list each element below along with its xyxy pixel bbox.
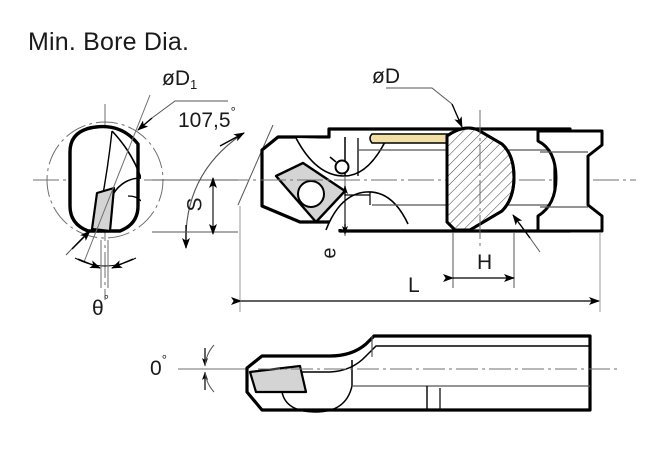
right-end-cap — [536, 129, 604, 233]
zero-deg-arc-top — [204, 344, 215, 367]
angle-theta-unit: ° — [103, 292, 109, 307]
end-view-bar-outline — [68, 124, 140, 233]
bottom-view-pocket — [281, 360, 353, 413]
head-relief-curve-top — [295, 137, 387, 177]
insert-clamp-arm — [329, 156, 337, 163]
insert-leader-arrow — [71, 230, 91, 250]
insert-screw-hole — [297, 180, 325, 208]
angle-theta-label: θ° — [92, 293, 109, 320]
section-outline-overlay — [445, 126, 516, 232]
angle-1075-value: 107,5 — [178, 109, 231, 132]
dia-d1-leader — [151, 100, 228, 119]
head-relief-curve-bottom — [325, 191, 409, 231]
dim-e-label: e — [318, 247, 341, 259]
page-title: Min. Bore Dia. — [28, 28, 190, 56]
coolant-outlet-strip — [369, 133, 451, 144]
dia-d1-subscript: 1 — [190, 77, 198, 92]
bottom-view-body — [245, 334, 592, 412]
dim-s-label: S — [183, 197, 207, 212]
dia-d-label: øD — [372, 65, 400, 88]
dimension-block — [231, 206, 601, 312]
angle-1075-label: 107,5° — [178, 105, 236, 132]
dia-d-leader — [386, 87, 453, 105]
section-leader-lower-arrow — [512, 214, 531, 239]
angle-1075-unit: ° — [230, 104, 236, 119]
angle-zero-value: 0 — [150, 357, 162, 380]
dia-d-leader-arrow — [451, 103, 463, 128]
end-view-group — [33, 94, 228, 300]
bottom-view-insert — [248, 364, 308, 394]
bottom-view-group — [178, 334, 620, 413]
angle-1075-arrow-top — [219, 132, 245, 147]
theta-arrow-right — [111, 258, 134, 269]
dia-d1-text: øD — [162, 67, 190, 90]
insert-clamp-screw — [334, 159, 350, 175]
dim-l-label: L — [408, 274, 420, 297]
insert-face-reference-line — [237, 124, 274, 206]
angle-theta-value: θ — [92, 297, 104, 320]
zero-deg-arc-bottom — [204, 371, 215, 393]
angle-zero-label: 0° — [150, 353, 167, 380]
dia-d1-leader-arrow — [137, 117, 153, 131]
theta-arrow-left — [77, 258, 101, 269]
dim-h-label: H — [477, 251, 493, 274]
section-view-group — [386, 87, 604, 253]
angle-zero-unit: ° — [161, 352, 167, 367]
dia-d1-label: øD1 — [162, 67, 198, 92]
